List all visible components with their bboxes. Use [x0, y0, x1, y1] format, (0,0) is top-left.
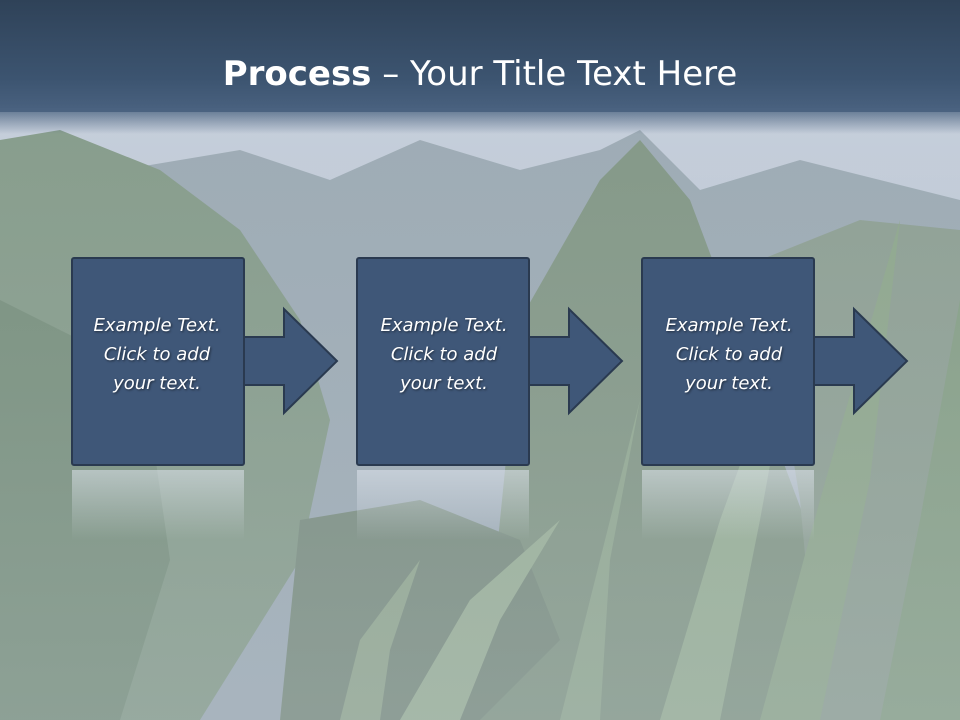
step-2-line-1: Example Text. [380, 315, 508, 336]
step-1-box[interactable] [71, 257, 245, 466]
step-2-arrow[interactable] [528, 306, 624, 416]
step-1-line-2: Click to add [103, 344, 211, 365]
step-3-reflection [642, 470, 814, 540]
title-bar-fade [0, 108, 960, 134]
page-title[interactable]: Process – Your Title Text Here [0, 52, 960, 96]
step-1-line-1: Example Text. [93, 315, 221, 336]
step-1-text[interactable]: Example Text. Click to add your text. [70, 311, 244, 398]
step-1-arrow[interactable] [243, 306, 339, 416]
step-3-line-1: Example Text. [665, 315, 793, 336]
title-bold-part: Process [222, 54, 372, 94]
step-2-box[interactable] [356, 257, 530, 466]
step-3-line-3: your text. [685, 373, 773, 394]
title-rest-part: – Your Title Text Here [371, 54, 738, 94]
step-3-arrow[interactable] [813, 306, 909, 416]
step-2-reflection [357, 470, 529, 540]
title-bar [0, 0, 960, 112]
step-2-line-2: Click to add [390, 344, 498, 365]
step-1-shape[interactable] [71, 257, 339, 466]
step-2-shape[interactable] [356, 257, 624, 466]
step-1-line-3: your text. [113, 373, 201, 394]
step-3-box[interactable] [641, 257, 815, 466]
step-2-line-3: your text. [400, 373, 488, 394]
step-2-text[interactable]: Example Text. Click to add your text. [357, 311, 531, 398]
step-3-shape[interactable] [641, 257, 909, 466]
step-3-line-2: Click to add [675, 344, 783, 365]
step-1-reflection [72, 470, 244, 540]
step-3-text[interactable]: Example Text. Click to add your text. [642, 311, 816, 398]
